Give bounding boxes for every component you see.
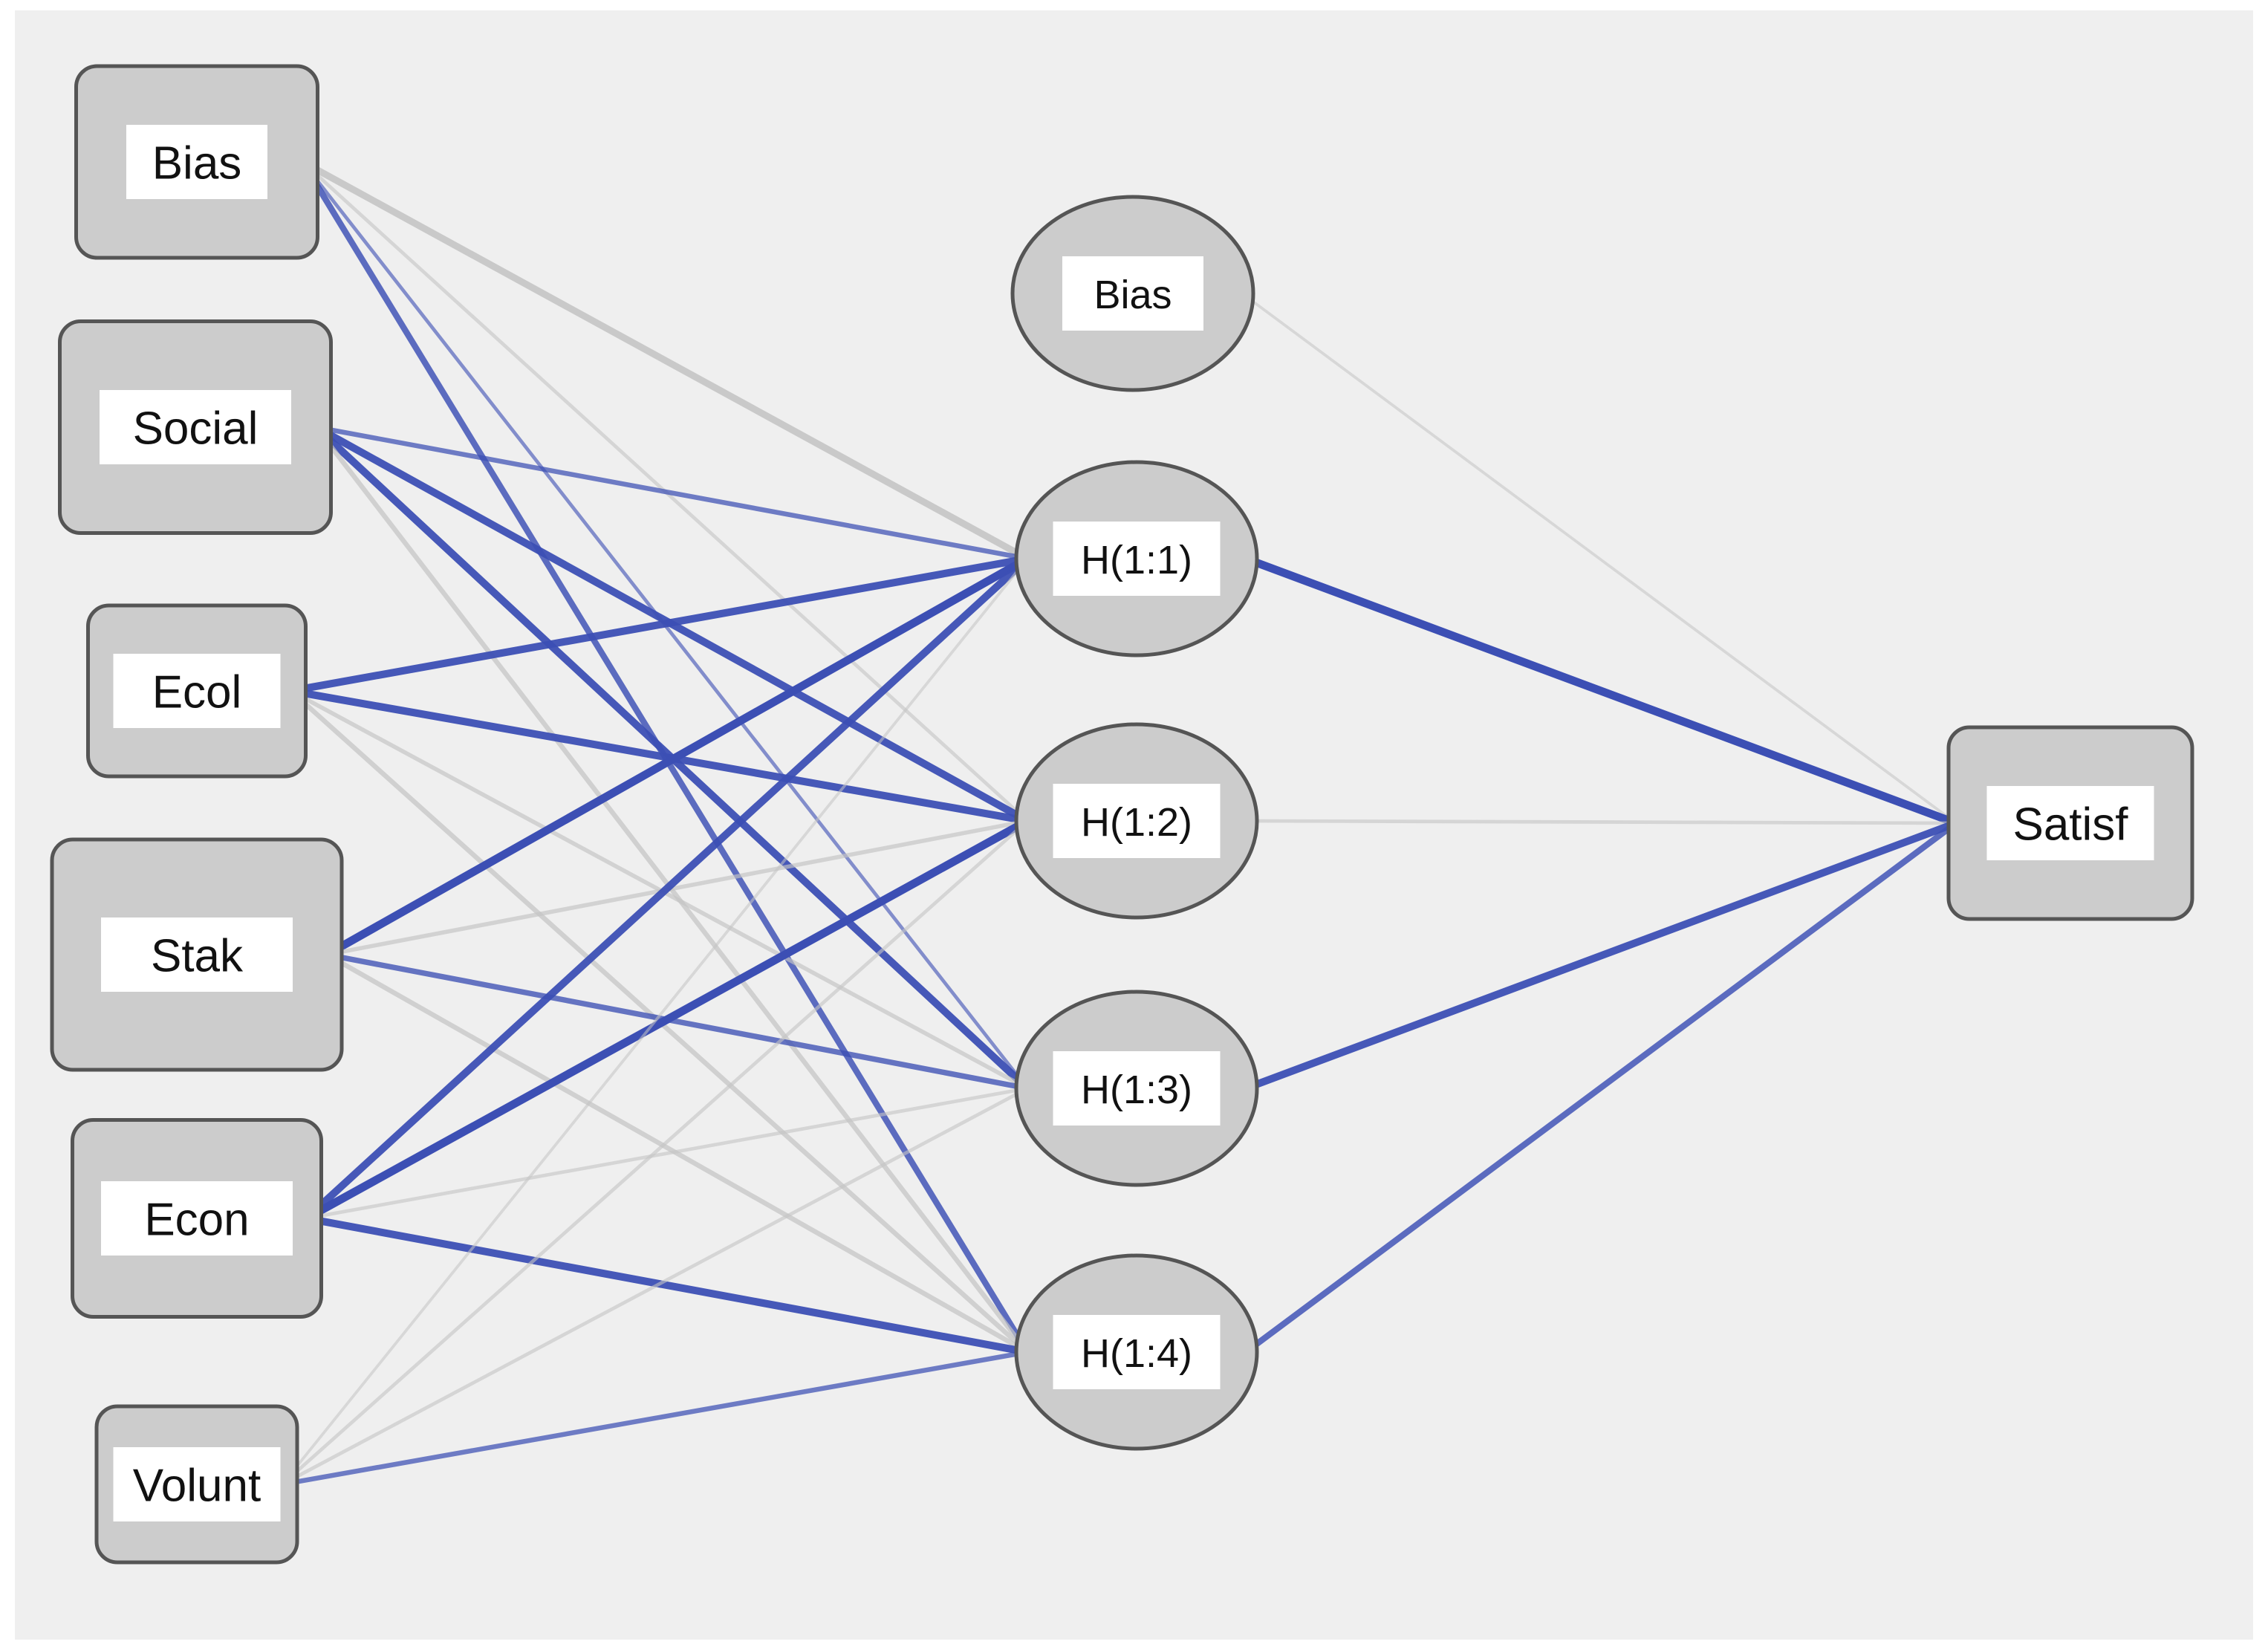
connection-h14-to-satisf xyxy=(1242,819,1960,1356)
connection-volunt-to-h12 xyxy=(280,819,1030,1487)
input-node-econ: Econ xyxy=(71,1118,323,1319)
input-node-bias-in: Bias xyxy=(74,64,319,260)
connection-ecol-to-h11 xyxy=(287,554,1032,695)
node-label: Satisf xyxy=(2012,799,2128,851)
connection-stak-to-h11 xyxy=(322,554,1032,959)
node-label: Econ xyxy=(144,1195,249,1246)
node-label-box xyxy=(113,1447,281,1521)
node-label: Bias xyxy=(152,138,242,189)
node-label: Bias xyxy=(1094,273,1172,317)
input-node-volunt: Volunt xyxy=(94,1404,299,1565)
node-label-box xyxy=(1053,522,1221,596)
connection-lines xyxy=(279,158,1960,1487)
node-label: Ecol xyxy=(152,667,242,718)
connection-h11-to-satisf xyxy=(1241,554,1960,828)
connection-volunt-to-h11 xyxy=(281,557,1029,1486)
node-label-box xyxy=(1053,1051,1221,1126)
node-label-box xyxy=(1053,784,1221,858)
node-label-box xyxy=(101,917,293,992)
connection-h13-to-satisf xyxy=(1241,819,1960,1093)
connection-stak-to-h13 xyxy=(324,952,1030,1091)
hidden-node-h12: H(1:2) xyxy=(1014,722,1259,920)
node-label: H(1:3) xyxy=(1081,1068,1192,1112)
node-label: Stak xyxy=(151,931,244,982)
connection-econ-to-h13 xyxy=(305,1086,1030,1221)
input-node-ecol: Ecol xyxy=(86,603,308,779)
node-label: H(1:2) xyxy=(1081,800,1192,845)
output-node-satisf: Satisf xyxy=(1946,725,2194,921)
connection-stak-to-h12 xyxy=(325,819,1030,957)
connection-bias_h-to-satisf xyxy=(1241,292,1957,825)
hidden-node-h14: H(1:4) xyxy=(1014,1253,1259,1451)
connection-econ-to-h11 xyxy=(302,554,1032,1223)
input-node-social: Social xyxy=(58,319,333,535)
node-label-box xyxy=(100,390,291,464)
node-label-box xyxy=(1986,786,2154,860)
hidden-node-bias-h: Bias xyxy=(1010,195,1255,392)
connection-econ-to-h14 xyxy=(302,1214,1032,1357)
node-label-box xyxy=(126,125,267,199)
input-node-stak: Stak xyxy=(50,837,344,1072)
node-label: H(1:4) xyxy=(1081,1331,1192,1376)
connection-ecol-to-h12 xyxy=(287,686,1032,825)
connection-stak-to-h14 xyxy=(324,952,1030,1355)
node-label-box xyxy=(101,1181,293,1256)
node-label: Social xyxy=(133,403,259,455)
node-label: Volunt xyxy=(133,1461,261,1512)
connection-volunt-to-h13 xyxy=(280,1086,1030,1487)
hidden-node-h11: H(1:1) xyxy=(1014,460,1259,657)
node-label-box xyxy=(1062,256,1203,331)
connection-social-to-h11 xyxy=(313,424,1030,562)
connection-econ-to-h12 xyxy=(302,816,1032,1223)
node-label-box xyxy=(1053,1315,1221,1389)
node-label: H(1:1) xyxy=(1081,538,1192,582)
connection-h12-to-satisf xyxy=(1244,819,1958,825)
connection-volunt-to-h14 xyxy=(279,1349,1030,1487)
hidden-node-h13: H(1:3) xyxy=(1014,990,1259,1187)
connection-bias_in-to-h11 xyxy=(299,158,1031,562)
node-label-box xyxy=(113,654,281,728)
